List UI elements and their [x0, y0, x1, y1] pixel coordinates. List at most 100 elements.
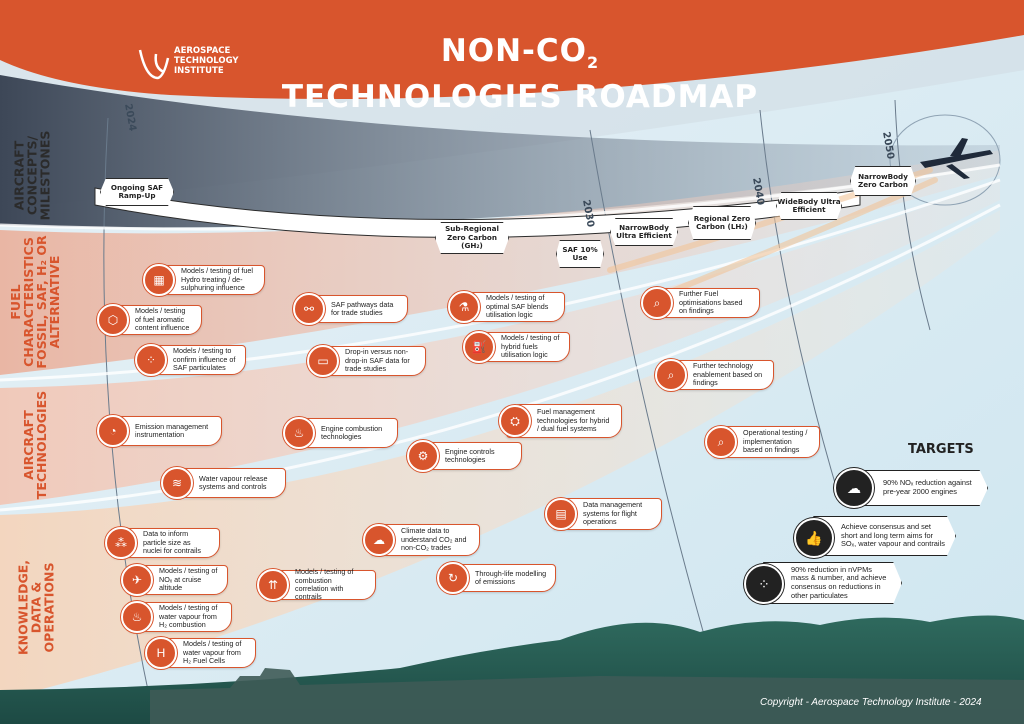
thumbs-up-icon: 👍	[794, 518, 834, 558]
fuel-card-text: Models / testing of hybrid fuels utilisa…	[501, 333, 560, 360]
know-card-data-mgmt: ▤Data management systems for flight oper…	[545, 498, 662, 530]
flame-icon: ♨	[283, 417, 315, 449]
know-card-contrails: ⇈Models / testing of combustion correlat…	[257, 567, 376, 602]
fuel-card-text: Drop-in versus non-drop-in SAF data for …	[345, 347, 410, 374]
tech-card-text: Operational testing / implementation bas…	[743, 428, 808, 455]
fuel-cell-icon: H	[145, 637, 177, 669]
copyright: Copyright - Aerospace Technology Institu…	[760, 697, 982, 708]
fuel-card-text: Models / testing to confirm influence of…	[173, 346, 236, 373]
tech-card-water-vapour: ≋ Water vapour release systems and contro…	[161, 467, 286, 499]
magnifier-icon: ⌕	[641, 287, 673, 319]
know-card-text: Models / testing of water vapour from H₂…	[159, 603, 218, 630]
lane-knowledge-line: OPERATIONS	[41, 562, 57, 653]
fuel-card-text: Further Fuel optimisations based on find…	[679, 289, 743, 316]
target-text: 90% NOₓ reduction against pre-year 2000 …	[883, 478, 972, 496]
lifecycle-icon: ↻	[437, 562, 469, 594]
fuel-card-further-optim: ⌕Further Fuel optimisations based on fin…	[641, 287, 760, 319]
milestone-narrowbody-zc: NarrowBody Zero Carbon	[850, 166, 916, 196]
know-card-through-life: ↻ Through-life modelling of emissions	[437, 562, 556, 594]
know-card-text: Climate data to understand CO₂ and non-C…	[401, 526, 467, 553]
lane-fuel: FUEL CHARACTERISTICS FOSSIL, SAF, H₂ OR …	[8, 227, 62, 377]
know-card-text: Models / testing of water vapour from H₂…	[183, 639, 242, 666]
know-card-text: Through-life modelling of emissions	[475, 568, 547, 586]
lane-fuel-line: ALTERNATIVE	[47, 255, 62, 349]
target-nvpm: 90% reduction in nVPMs mass & number, an…	[756, 562, 902, 604]
fuel-card-pathways: ⚯ SAF pathways data for trade studies	[293, 293, 408, 325]
fuel-card-dropin: ▭Drop-in versus non-drop-in SAF data for…	[307, 345, 426, 377]
monitor-chart-icon: ▭	[307, 345, 339, 377]
magnifier-chart-icon: ⌕	[655, 359, 687, 391]
particles-icon: ⁘	[135, 344, 167, 376]
climate-icon: ☁	[363, 524, 395, 556]
fuel-card-text: Models / testing of fuel aromatic conten…	[135, 306, 190, 333]
ati-logo-mark-icon	[138, 49, 170, 80]
milestone-regional-zc: Regional Zero Carbon (LH₂)	[688, 206, 756, 240]
fuel-card-text: Further technology enablement based on f…	[693, 361, 763, 388]
fuel-card-enablement: ⌕Further technology enablement based on …	[655, 359, 774, 391]
fuel-card-text: Models / testing of fuel Hydro treating …	[181, 266, 253, 293]
tech-card-engine-combustion: ♨ Engine combustion technologies	[283, 417, 398, 449]
logo-line-2: TECHNOLOGY	[174, 56, 239, 66]
page-title: NON-CO2 TECHNOLOGIES ROADMAP	[0, 34, 1024, 114]
fuel-card-optimal-blends: ⚗Models / testing of optimal SAF blends …	[448, 291, 565, 323]
fuel-card-hybrid: ⛽Models / testing of hybrid fuels utilis…	[463, 331, 570, 363]
lane-aircraft-concepts-line: MILESTONES	[37, 130, 53, 221]
title-line-2: TECHNOLOGIES ROADMAP	[281, 79, 759, 116]
fuel-card-text: SAF pathways data for trade studies	[331, 299, 394, 317]
target-text: 90% reduction in nVPMs mass & number, an…	[791, 564, 887, 600]
lane-knowledge: KNOWLEDGE, DATA & OPERATIONS	[16, 548, 57, 668]
contrail-icon: ⇈	[257, 569, 289, 601]
title-subscript: 2	[587, 53, 600, 73]
h2-flame-icon: ♨	[121, 601, 153, 633]
lane-aircraft-tech: AIRCRAFT TECHNOLOGIES	[21, 390, 49, 500]
know-card-text: Data to inform particle size as nuclei f…	[143, 529, 201, 556]
gauge-icon: ◔	[97, 415, 129, 447]
tech-card-fuel-mgmt: ⛭Fuel management technologies for hybrid…	[499, 404, 622, 438]
milestone-saf-ramp-up: Ongoing SAF Ramp-Up	[100, 178, 174, 206]
milestone-saf-10: SAF 10% Use	[556, 240, 604, 268]
logo-line-3: INSTITUTE	[174, 66, 224, 76]
know-card-nox-cruise: ✈Models / testing of NOₓ at cruise altit…	[121, 564, 228, 596]
tech-card-text: Engine combustion technologies	[321, 423, 383, 441]
fuel-card-particulates: ⁘Models / testing to confirm influence o…	[135, 344, 246, 376]
fuel-network-icon: ⛭	[499, 405, 531, 437]
know-card-climate: ☁Climate data to understand CO₂ and non-…	[363, 524, 480, 556]
tech-card-text: Emission management instrumentation	[135, 421, 209, 439]
particulate-icon: ⁘	[744, 564, 784, 604]
water-system-icon: ≋	[161, 467, 193, 499]
nox-cloud-icon: ☁	[834, 468, 874, 508]
tech-card-text: Water vapour release systems and control…	[199, 473, 268, 491]
milestone-narrowbody-ue: NarrowBody Ultra Efficient	[610, 218, 678, 246]
fuel-card-aromatic: ⬡Models / testing of fuel aromatic conte…	[97, 304, 202, 336]
target-text: Achieve consensus and set short and long…	[841, 522, 945, 549]
engine-control-icon: ⚙	[407, 440, 439, 472]
particle-data-icon: ⁂	[105, 527, 137, 559]
test-icon: ⌕	[705, 426, 737, 458]
know-card-particle-size: ⁂Data to inform particle size as nuclei …	[105, 527, 220, 559]
tech-card-text: Engine controls technologies	[445, 446, 495, 464]
know-card-h2-combustion: ♨Models / testing of water vapour from H…	[121, 601, 232, 633]
milestone-widebody-ue: WideBody Ultra Efficient	[776, 192, 842, 220]
know-card-text: Models / testing of combustion correlati…	[295, 567, 354, 602]
targets-title: TARGETS	[908, 442, 974, 457]
cruise-icon: ✈	[121, 564, 153, 596]
know-card-text: Models / testing of NOₓ at cruise altitu…	[159, 566, 218, 593]
lane-aircraft-tech-line: TECHNOLOGIES	[34, 390, 49, 500]
tech-card-engine-controls: ⚙ Engine controls technologies	[407, 440, 522, 472]
data-ops-icon: ▤	[545, 498, 577, 530]
know-card-text: Data management systems for flight opera…	[583, 500, 643, 527]
title-line-1: NON-CO	[440, 33, 588, 69]
factory-icon: ▦	[143, 264, 175, 296]
tech-card-operational-testing: ⌕Operational testing / implementation ba…	[705, 426, 820, 458]
tech-card-text: Fuel management technologies for hybrid …	[537, 407, 610, 434]
milestone-sub-regional: Sub-Regional Zero Carbon (GH₂)	[435, 222, 509, 254]
blend-icon: ⚗	[448, 291, 480, 323]
pathways-icon: ⚯	[293, 293, 325, 325]
fuel-card-text: Models / testing of optimal SAF blends u…	[486, 293, 549, 320]
hybrid-fuel-icon: ⛽	[463, 331, 495, 363]
tech-card-emission-mgmt: ◔ Emission management instrumentation	[97, 415, 222, 447]
lane-aircraft-concepts: AIRCRAFT CONCEPTS/ MILESTONES	[12, 116, 53, 236]
fuel-card-hydro: ▦Models / testing of fuel Hydro treating…	[143, 264, 265, 296]
